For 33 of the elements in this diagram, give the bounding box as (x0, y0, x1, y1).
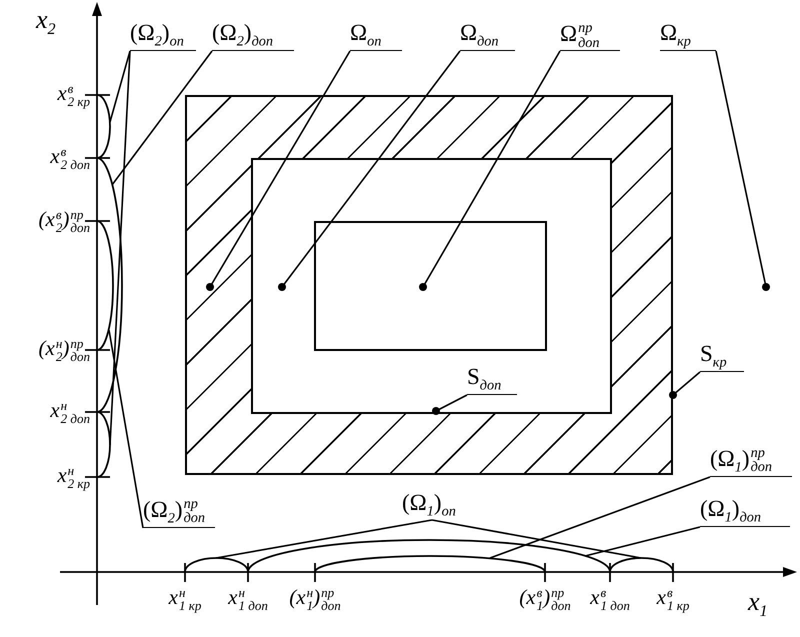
region-outline (314, 221, 547, 351)
leader-line (584, 526, 700, 557)
axis-label: x$_{2}$ (36, 6, 56, 40)
hatched-region (185, 95, 673, 475)
interval-arc (96, 411, 111, 478)
leader-line (278, 50, 461, 291)
leader-line (109, 50, 131, 446)
axis-label: x$_{1}$ (748, 588, 768, 622)
leader-line (206, 50, 351, 291)
interval-arc (609, 557, 674, 572)
region-label: (Ω$_{1}$)$_{оп}$ (402, 490, 476, 520)
region-label: (Ω$_{2}$)$_{оп}$ (130, 20, 196, 51)
leader-line (216, 519, 432, 559)
region-label: S$_{кр}$ (700, 340, 744, 372)
leader-line (490, 476, 710, 559)
leader-line (109, 50, 131, 122)
leader-line (111, 50, 213, 186)
region-outline (251, 158, 612, 414)
leader-line (432, 394, 468, 415)
region-label: Ω$_{доп}$ (460, 20, 515, 51)
leader-line (669, 371, 701, 399)
region-label: Ω$_{оп}$ (350, 20, 402, 51)
leader-line (108, 330, 144, 528)
interval-arc (247, 539, 611, 572)
region-label: (Ω$_{2}$)$_{доп}$ (212, 20, 294, 51)
interval-arc (96, 94, 111, 159)
leader-line (715, 50, 770, 291)
leader-line (432, 519, 642, 559)
region-label: (Ω$_{1}$)$_{доп}$ (700, 496, 790, 527)
region-label: Ω$_{кр}$ (660, 20, 716, 51)
interval-arc (96, 157, 123, 413)
interval-arc (184, 557, 249, 572)
leader-line (419, 50, 561, 291)
